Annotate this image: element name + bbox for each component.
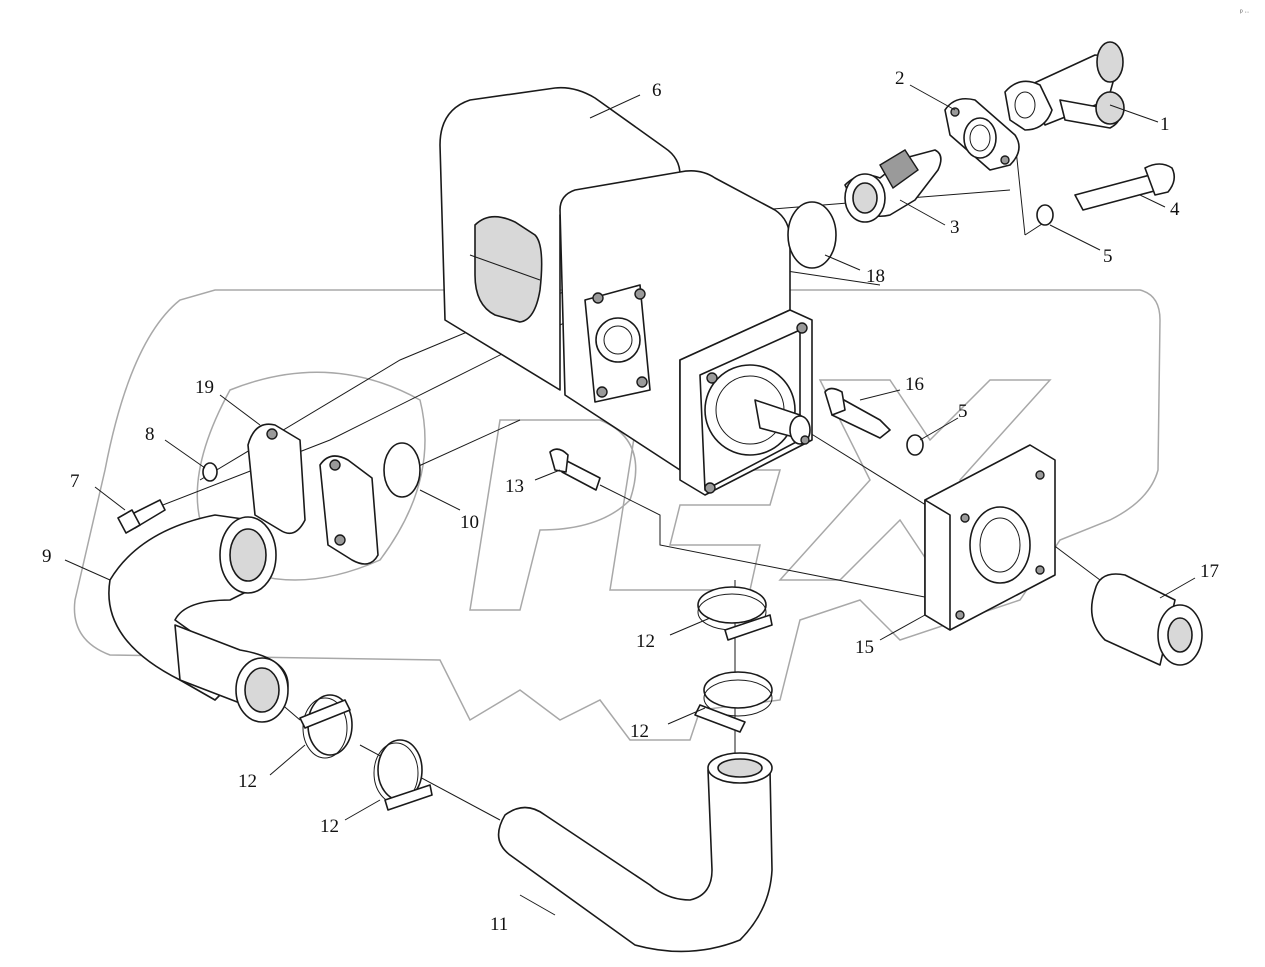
split-flange-part-19 — [247, 423, 379, 565]
callout-6: 6 — [652, 80, 662, 101]
callout-10: 10 — [460, 512, 479, 533]
callout-12-b: 12 — [630, 721, 649, 742]
hose-clamp-part-12-d — [373, 739, 433, 811]
corner-mark: ᵖ ·· — [1240, 9, 1249, 16]
callout-12-a: 12 — [636, 631, 655, 652]
bolt-part-16 — [824, 387, 891, 439]
coupling-part-17 — [1090, 573, 1203, 666]
fitting-part-1 — [1004, 41, 1125, 131]
callout-12-c: 12 — [238, 771, 257, 792]
bolt-part-4 — [1074, 163, 1176, 211]
hose-clamp-part-12-c — [299, 694, 353, 759]
hose-part-11 — [497, 752, 773, 953]
callout-15: 15 — [855, 637, 874, 658]
callout-17: 17 — [1200, 561, 1219, 582]
washer-part-5-bottom — [906, 434, 924, 456]
pump-body-part-6 — [439, 86, 813, 496]
callout-labels: 1 2 3 4 5 5 6 7 8 9 10 11 12 12 12 12 13… — [42, 9, 1249, 935]
callout-1: 1 — [1160, 114, 1170, 135]
washer-part-5-top — [1036, 204, 1054, 226]
o-ring-part-10 — [383, 442, 421, 498]
o-ring-part-18 — [787, 201, 837, 269]
callout-5-right: 5 — [958, 401, 968, 422]
callout-13: 13 — [505, 476, 524, 497]
callout-12-d: 12 — [320, 816, 339, 837]
elbow-pipe-part-9 — [108, 514, 289, 723]
callout-18: 18 — [866, 266, 885, 287]
callout-8: 8 — [145, 424, 155, 445]
flange-part-2 — [944, 97, 1020, 171]
callout-3: 3 — [950, 217, 960, 238]
callout-2: 2 — [895, 68, 905, 89]
nut-part-8 — [202, 462, 218, 482]
callout-11: 11 — [490, 914, 508, 935]
mounting-plate-part-15 — [924, 444, 1056, 631]
bolt-part-7 — [117, 499, 166, 534]
callout-leaders — [64, 84, 1196, 916]
hose-clamp-part-12-b — [694, 671, 773, 733]
callout-5-top: 5 — [1103, 246, 1113, 267]
callout-4: 4 — [1170, 199, 1180, 220]
callout-7: 7 — [70, 471, 80, 492]
hose-clamp-part-12-a — [697, 586, 773, 641]
callout-16: 16 — [905, 374, 924, 395]
bolt-part-13 — [549, 448, 601, 491]
callout-19: 19 — [195, 377, 214, 398]
adapter-part-3 — [844, 149, 942, 223]
callout-9: 9 — [42, 546, 52, 567]
watermark-gear-outline — [73, 289, 1161, 741]
